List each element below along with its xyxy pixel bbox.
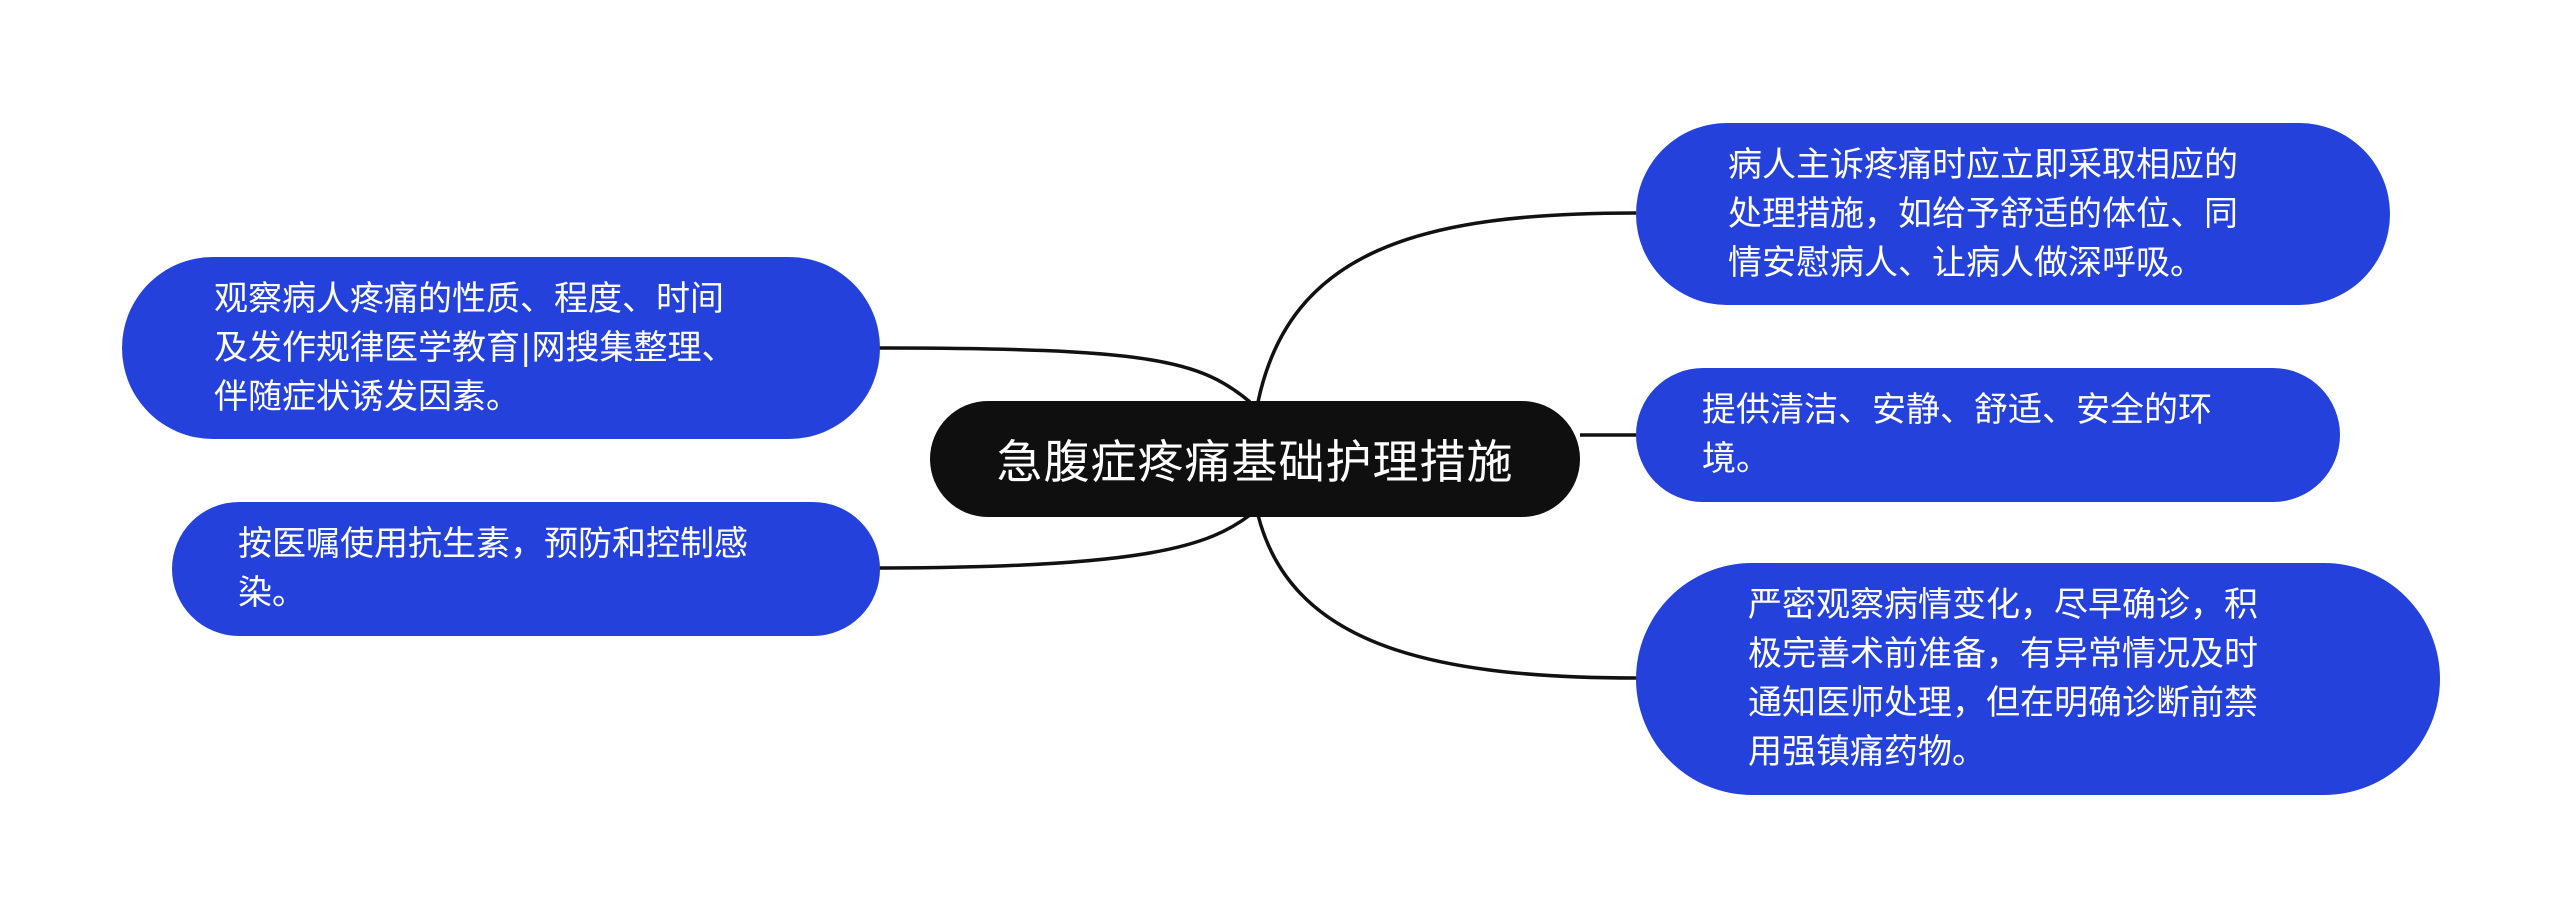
branch-left-antibiotics[interactable]: 按医嘱使用抗生素，预防和控制感 染。 — [172, 502, 880, 636]
branch-label: 按医嘱使用抗生素，预防和控制感 染。 — [238, 524, 748, 613]
connector-left-1 — [877, 346, 1252, 404]
branch-label: 观察病人疼痛的性质、程度、时间 及发作规律医学教育|网搜集整理、 伴随症状诱发因… — [214, 278, 736, 417]
branch-label: 病人主诉疼痛时应立即采取相应的 处理措施，如给予舒适的体位、同 情安慰病人、让病… — [1728, 144, 2238, 283]
branch-label: 严密观察病情变化，尽早确诊，积 极完善术前准备，有异常情况及时 通知医师处理，但… — [1748, 585, 2258, 772]
connector-left-2 — [877, 513, 1252, 570]
connector-right-1 — [1256, 211, 1637, 403]
branch-left-observe-pain[interactable]: 观察病人疼痛的性质、程度、时间 及发作规律医学教育|网搜集整理、 伴随症状诱发因… — [122, 257, 880, 439]
root-topic[interactable]: 急腹症疼痛基础护理措施 — [930, 401, 1580, 517]
branch-right-monitor-condition[interactable]: 严密观察病情变化，尽早确诊，积 极完善术前准备，有异常情况及时 通知医师处理，但… — [1636, 563, 2440, 795]
branch-label: 提供清洁、安静、舒适、安全的环 境。 — [1702, 390, 2212, 479]
branch-right-immediate-measures[interactable]: 病人主诉疼痛时应立即采取相应的 处理措施，如给予舒适的体位、同 情安慰病人、让病… — [1636, 123, 2390, 305]
branch-right-environment[interactable]: 提供清洁、安静、舒适、安全的环 境。 — [1636, 368, 2340, 502]
root-topic-label: 急腹症疼痛基础护理措施 — [996, 435, 1514, 489]
connector-right-3 — [1256, 514, 1637, 680]
